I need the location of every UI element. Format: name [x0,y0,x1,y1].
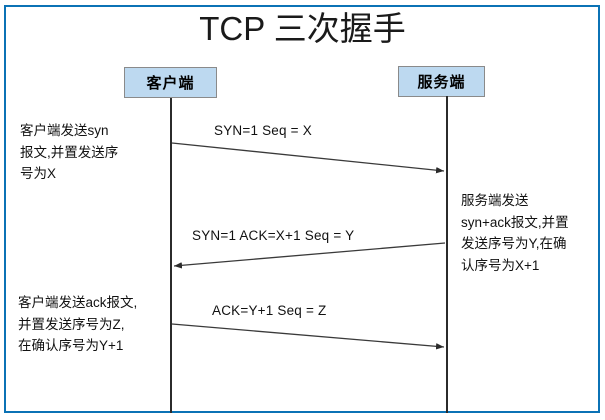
message-arrow-3 [171,323,445,350]
participant-box-client[interactable]: 客户端 [124,67,217,98]
message-label-3: ACK=Y+1 Seq = Z [212,303,327,318]
lifeline-client [170,98,172,413]
message-label-2: SYN=1 ACK=X+1 Seq = Y [192,228,355,243]
participant-label-client: 客户端 [146,75,195,92]
note-server-synack: 服务端发送 syn+ack报文,并置 发送序号为Y,在确 认序号为X+1 [461,193,569,273]
participant-box-server[interactable]: 服务端 [398,66,485,97]
message-label-1: SYN=1 Seq = X [214,123,312,138]
message-arrow-1 [171,142,445,174]
message-arrow-2 [173,242,446,269]
note-client-ack: 客户端发送ack报文, 并置发送序号为Z, 在确认序号为Y+1 [18,295,138,353]
page-title: TCP 三次握手 [199,10,406,47]
lifeline-server [446,96,448,413]
participant-label-server: 服务端 [417,74,466,91]
note-client-syn: 客户端发送syn 报文,并置发送序 号为X [20,123,119,181]
